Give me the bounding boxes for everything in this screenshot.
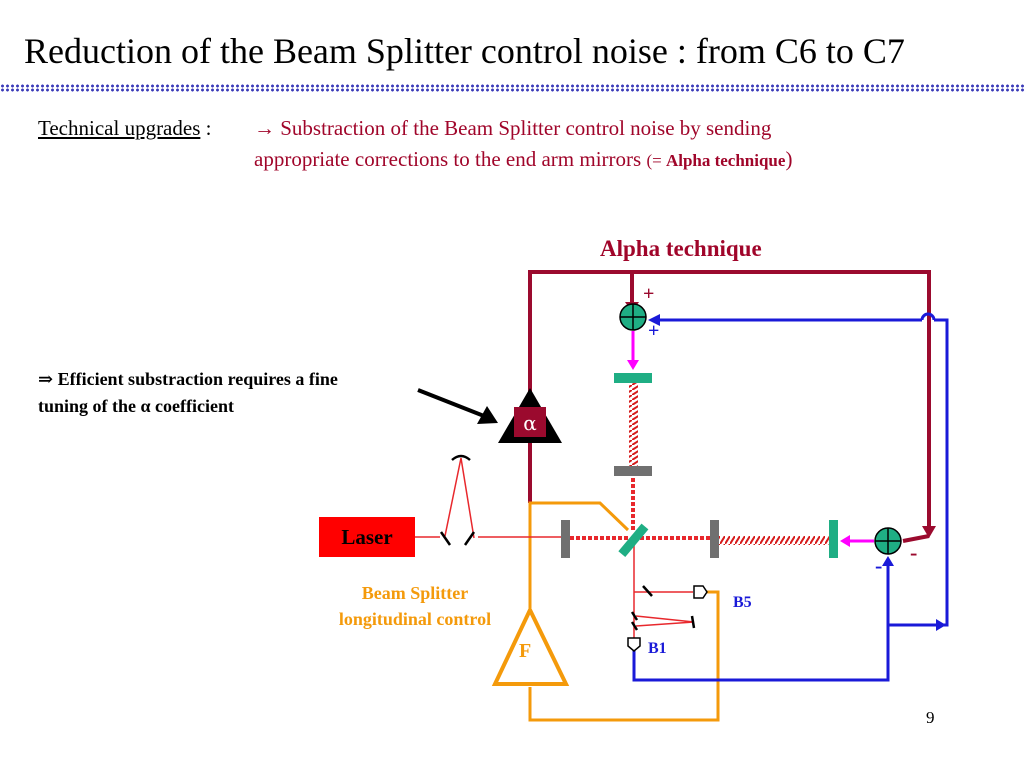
upgrades-line-2: appropriate corrections to the end arm m… xyxy=(254,147,792,172)
arrow-icon: → xyxy=(254,116,275,140)
west-arm-beam xyxy=(717,536,829,545)
upgrades-label: Technical upgrades xyxy=(38,116,201,140)
upgrades-separator: : xyxy=(200,116,212,140)
north-end-mirror xyxy=(614,373,652,383)
note-pointer-line xyxy=(417,388,485,418)
plus-sign-top: + xyxy=(643,283,655,305)
b1-label: B1 xyxy=(648,640,667,657)
minus-sign-inner: - xyxy=(875,553,883,578)
alpha-to-right-sum xyxy=(902,534,930,543)
bs-control-label-2: longitudinal control xyxy=(338,609,492,629)
magenta-arrow-right xyxy=(840,535,850,547)
injection-optics xyxy=(439,454,696,631)
b5-label: B5 xyxy=(733,594,752,611)
bs-control-label: Beam Splitter longitudinal control xyxy=(312,580,518,632)
west-end-mirror xyxy=(829,520,838,558)
paren-close: ) xyxy=(785,147,793,171)
power-recycling-mirror xyxy=(561,520,570,558)
alpha-gain-box xyxy=(514,407,546,437)
tuning-note: ⇒ Efficient substraction requires a fine… xyxy=(38,366,338,420)
north-arm-beam xyxy=(629,383,638,469)
alpha-symbol: α xyxy=(523,411,537,435)
alpha-loop-arrow-right xyxy=(922,526,936,538)
alpha-loop xyxy=(528,270,931,528)
magenta-arrow-top xyxy=(627,360,639,370)
note-pointer-arrowhead xyxy=(477,406,498,424)
upgrades-text-1: Substraction of the Beam Splitter contro… xyxy=(275,116,772,140)
tuning-note-line-2: tuning of the α coefficient xyxy=(38,396,235,416)
blue-arrow-bottom xyxy=(936,619,946,631)
filter-label: F xyxy=(519,640,532,662)
top-summing-node xyxy=(619,303,647,331)
minus-sign-right: - xyxy=(910,540,918,565)
filter-triangle xyxy=(491,605,570,686)
blue-arrow-top xyxy=(648,314,660,326)
b5-photodiode xyxy=(693,585,708,599)
technique-name: Alpha technique xyxy=(665,151,786,170)
west-input-mirror xyxy=(710,520,719,558)
slide-title: Reduction of the Beam Splitter control n… xyxy=(24,31,905,71)
laser-block: Laser xyxy=(319,517,415,557)
bs-control-loop xyxy=(528,501,720,722)
b1-photodiode xyxy=(627,637,641,652)
tuning-note-line-1: ⇒ Efficient substraction requires a fine xyxy=(38,369,338,389)
right-summing-node xyxy=(874,527,902,555)
paren-open: (= xyxy=(646,151,666,170)
signal-lines xyxy=(632,312,949,682)
upgrades-label-line: Technical upgrades : xyxy=(38,116,211,141)
upgrades-line-1: → Substraction of the Beam Splitter cont… xyxy=(254,116,771,141)
upgrades-text-2: appropriate corrections to the end arm m… xyxy=(254,147,647,171)
north-input-mirror xyxy=(614,466,652,476)
diagram-title: Alpha technique xyxy=(600,236,762,261)
beam-splitter xyxy=(618,523,649,558)
plus-sign-inner: + xyxy=(648,320,660,342)
bs-control-label-1: Beam Splitter xyxy=(361,583,469,603)
page-number: 9 xyxy=(926,708,935,727)
title-divider xyxy=(0,84,1024,92)
blue-arrow-right-sum xyxy=(882,556,894,566)
